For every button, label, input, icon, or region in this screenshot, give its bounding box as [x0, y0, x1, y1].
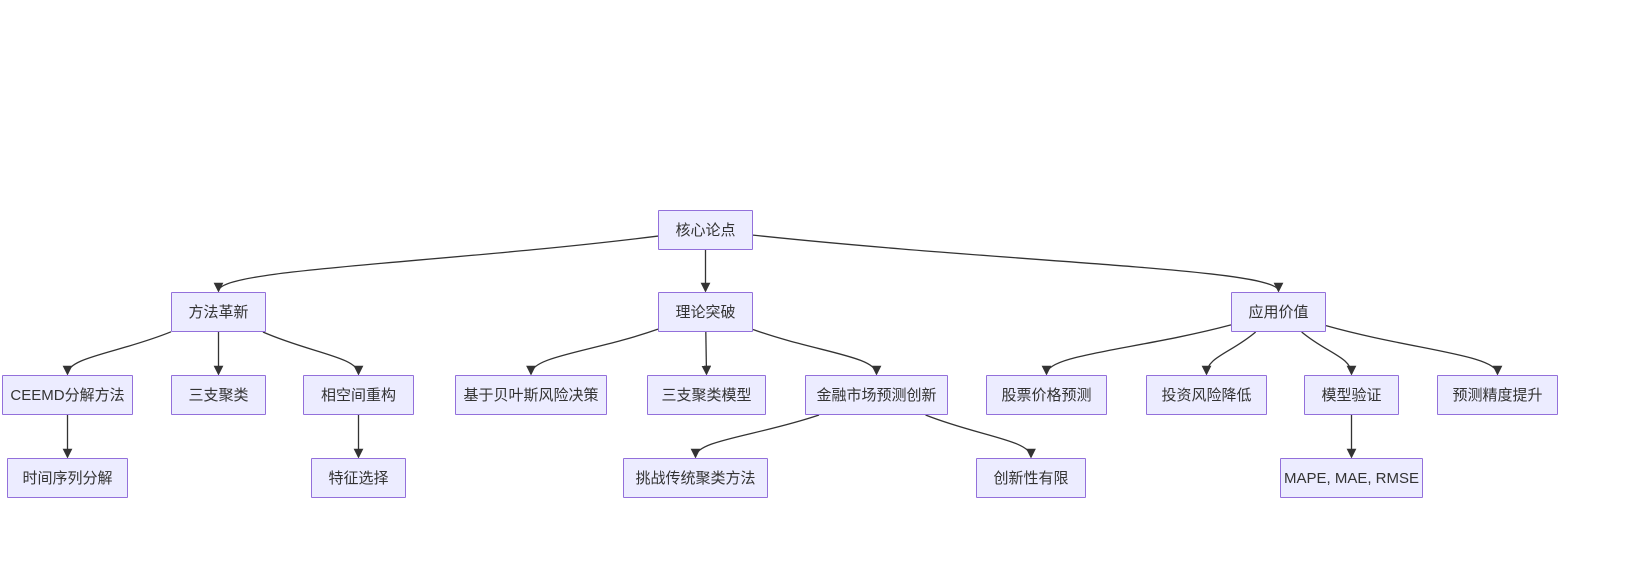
edge-theory-bayes	[526, 328, 659, 376]
node-label: 三支聚类模型	[661, 386, 752, 404]
node-method: 方法革新	[171, 292, 266, 332]
node-core: 核心论点	[658, 210, 753, 250]
node-cluster3: 三支聚类	[171, 375, 266, 415]
node-ceemd: CEEMD分解方法	[2, 375, 133, 415]
node-limited: 创新性有限	[976, 458, 1086, 498]
node-label: 特征选择	[328, 469, 389, 487]
node-model3: 三支聚类模型	[647, 375, 766, 415]
node-label: 挑战传统聚类方法	[635, 469, 756, 487]
node-label: 应用价值	[1248, 303, 1309, 321]
node-label: 金融市场预测创新	[816, 386, 937, 404]
edge-value-precision	[1325, 325, 1503, 376]
node-label: 方法革新	[188, 303, 249, 321]
node-stock: 股票价格预测	[986, 375, 1107, 415]
edge-core-method	[213, 235, 659, 293]
node-bayes: 基于贝叶斯风险决策	[455, 375, 607, 415]
node-label: MAPE, MAE, RMSE	[1283, 469, 1420, 487]
node-tsd: 时间序列分解	[7, 458, 128, 498]
node-label: 投资风险降低	[1161, 386, 1252, 404]
node-precision: 预测精度提升	[1437, 375, 1558, 415]
edge-method-phase	[262, 331, 364, 376]
node-label: 基于贝叶斯风险决策	[463, 386, 599, 404]
node-value: 应用价值	[1231, 292, 1326, 332]
node-challenge: 挑战传统聚类方法	[623, 458, 768, 498]
node-label: 预测精度提升	[1452, 386, 1543, 404]
node-risk: 投资风险降低	[1146, 375, 1267, 415]
node-label: 模型验证	[1321, 386, 1382, 404]
node-label: 创新性有限	[993, 469, 1069, 487]
edge-value-valid	[1301, 331, 1357, 376]
edge-core-value	[752, 234, 1284, 293]
edge-theory-finance	[752, 328, 882, 376]
node-label: 理论突破	[675, 303, 736, 321]
edge-finance-challenge	[690, 414, 820, 459]
edge-theory-model3	[701, 331, 712, 376]
node-theory: 理论突破	[658, 292, 753, 332]
node-metrics: MAPE, MAE, RMSE	[1280, 458, 1423, 498]
edge-group	[62, 234, 1503, 459]
edge-value-risk	[1201, 331, 1257, 376]
node-feat: 特征选择	[311, 458, 406, 498]
node-label: CEEMD分解方法	[10, 386, 125, 404]
node-label: 三支聚类	[188, 386, 249, 404]
node-valid: 模型验证	[1304, 375, 1399, 415]
edge-value-stock	[1041, 324, 1232, 376]
node-label: 股票价格预测	[1001, 386, 1092, 404]
edge-method-ceemd	[62, 331, 172, 376]
edge-finance-limited	[925, 414, 1036, 459]
node-finance: 金融市场预测创新	[805, 375, 948, 415]
node-label: 时间序列分解	[22, 469, 113, 487]
node-label: 相空间重构	[320, 386, 396, 404]
node-phase: 相空间重构	[303, 375, 414, 415]
node-label: 核心论点	[675, 221, 736, 239]
